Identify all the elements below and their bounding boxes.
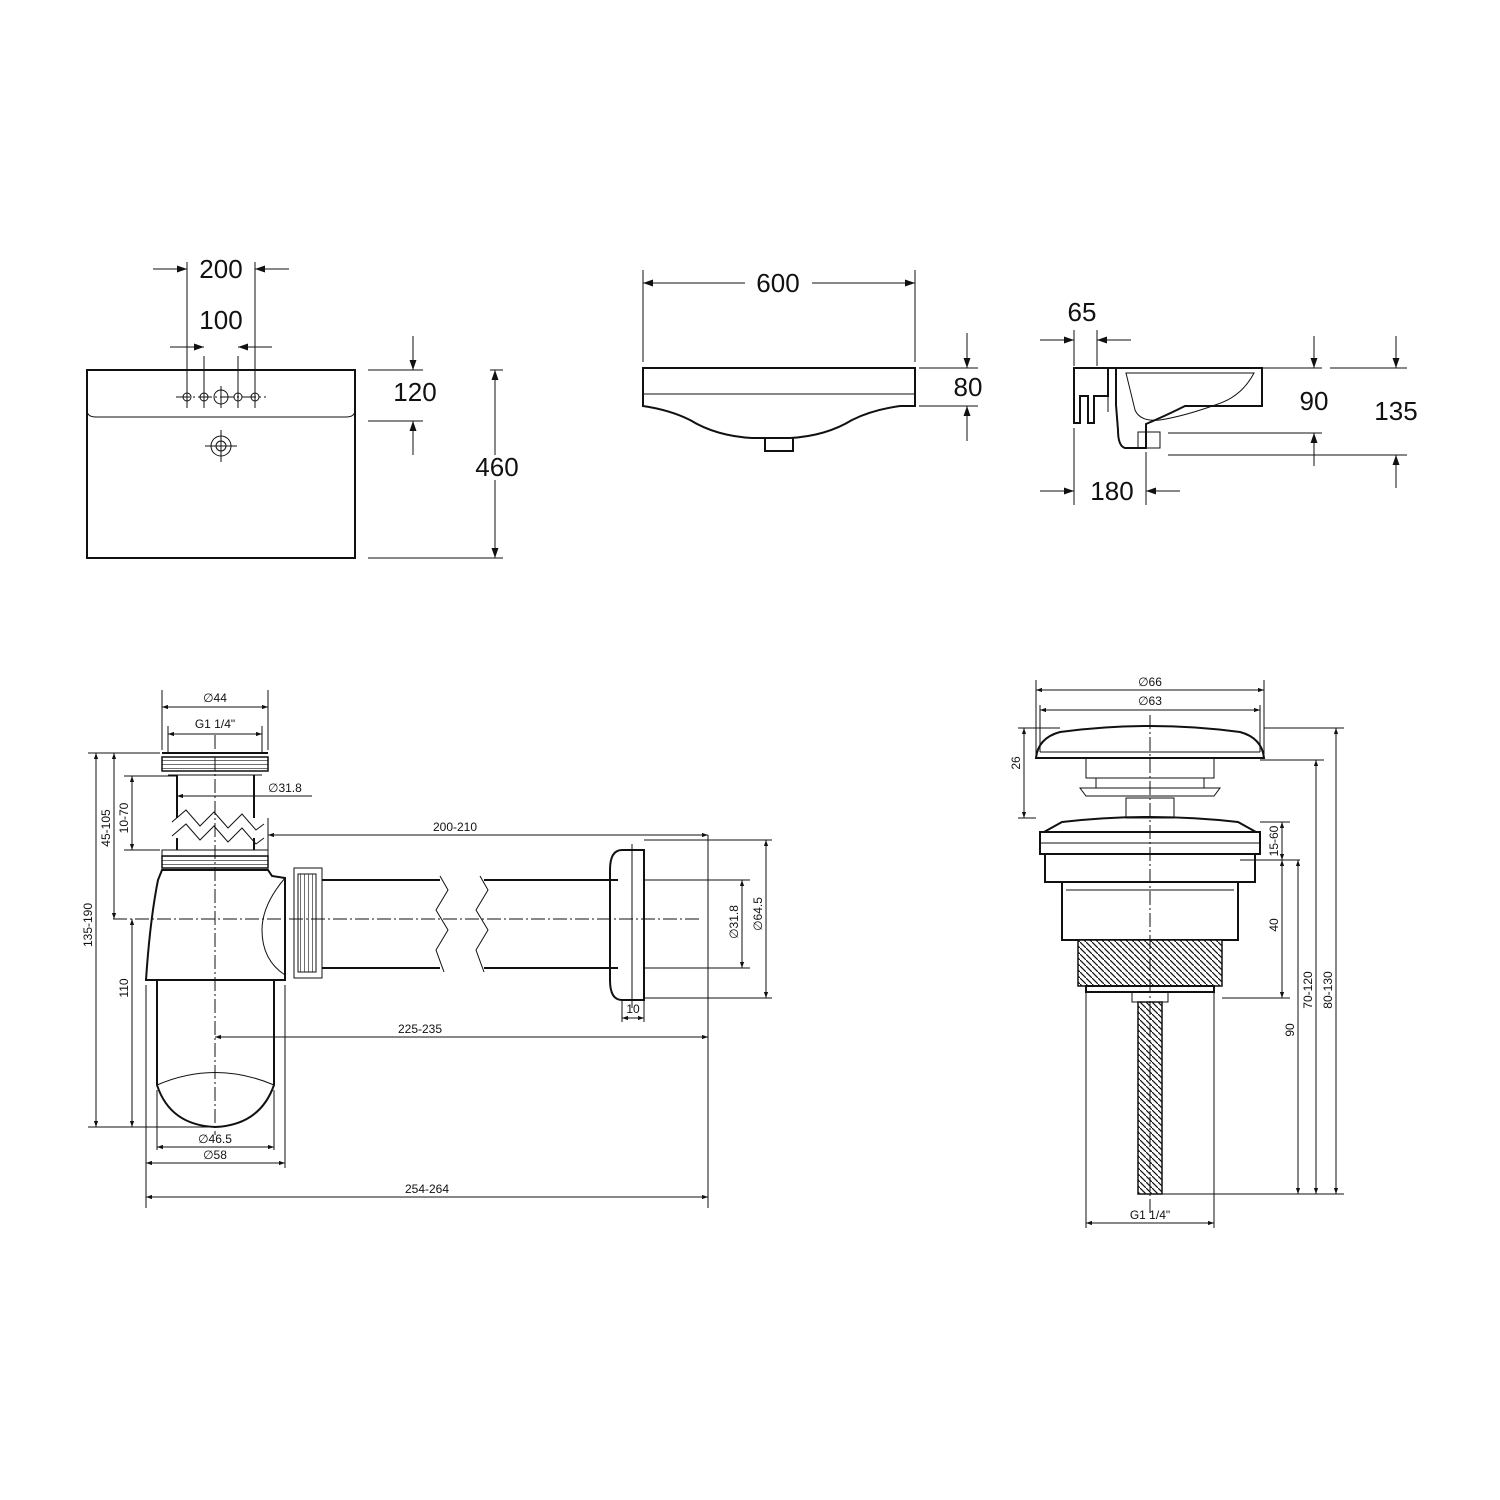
dim-body: 40 bbox=[1267, 918, 1281, 932]
tap-holes bbox=[176, 356, 266, 408]
front-drain-outlet bbox=[764, 438, 794, 452]
dim-tap-inner: 100 bbox=[199, 305, 242, 335]
valve-body bbox=[1061, 881, 1239, 941]
dim-total-range: 135-190 bbox=[81, 903, 95, 947]
side-wall-bracket bbox=[1073, 367, 1109, 424]
dia-bowl-outer: ∅58 bbox=[203, 1148, 227, 1162]
dim-total-reach: 254-264 bbox=[405, 1182, 449, 1196]
basin-front-outline bbox=[642, 367, 916, 439]
basin-front-view: 600 80 bbox=[642, 268, 983, 452]
dim-tail-range: 10-70 bbox=[117, 802, 131, 833]
dia-cap: ∅66 bbox=[1138, 675, 1162, 689]
dim-rim-depth: 120 bbox=[393, 377, 436, 407]
siphon-view: ∅44 G1 1/4" ∅31.8 10-70 45-105 135-190 1… bbox=[81, 690, 772, 1208]
dim-cap-height: 26 bbox=[1009, 756, 1023, 770]
waste-valve-view: ∅66 ∅63 26 15-60 40 90 70-120 80-130 bbox=[1009, 675, 1344, 1228]
dim-width: 600 bbox=[756, 268, 799, 298]
side-drain bbox=[1137, 431, 1161, 449]
dim-stem: 90 bbox=[1283, 1023, 1297, 1037]
dim-flange-thickness: 10 bbox=[626, 1002, 640, 1016]
basin-top-view: 200 100 120 460 bbox=[86, 254, 519, 559]
siphon-bottle-body bbox=[144, 869, 286, 981]
dim-outlet-length: 200-210 bbox=[433, 820, 477, 834]
dim-center-reach: 225-235 bbox=[398, 1022, 442, 1036]
siphon-wall-flange bbox=[609, 849, 645, 1001]
dim-wall: 65 bbox=[1068, 297, 1097, 327]
dim-height: 80 bbox=[954, 372, 983, 402]
dim-total-range: 80-130 bbox=[1321, 971, 1335, 1009]
dim-bowl-height: 110 bbox=[117, 978, 131, 997]
siphon-wall-sleeve bbox=[643, 879, 709, 969]
dia-flange: ∅64.5 bbox=[751, 897, 765, 931]
dia-top: ∅44 bbox=[203, 691, 227, 705]
side-bowl-inner bbox=[1125, 372, 1255, 421]
dia-tail: ∅31.8 bbox=[268, 781, 302, 795]
drain-hole bbox=[205, 430, 237, 462]
thread-bottom: G1 1/4" bbox=[1130, 1208, 1170, 1222]
dia-inner: ∅63 bbox=[1138, 694, 1162, 708]
dim-mid-range: 70-120 bbox=[1301, 971, 1315, 1009]
valve-cap bbox=[1034, 725, 1266, 759]
dim-clamp-range: 15-60 bbox=[1267, 825, 1281, 856]
dia-bowl-inner: ∅46.5 bbox=[198, 1132, 232, 1146]
dim-tap-span: 200 bbox=[199, 254, 242, 284]
dim-total-height: 135 bbox=[1374, 396, 1417, 426]
basin-side-view: 65 90 135 180 bbox=[1040, 297, 1418, 506]
basin-rim-line bbox=[86, 370, 356, 418]
dim-upper-range: 45-105 bbox=[99, 809, 113, 847]
valve-flange bbox=[1040, 816, 1260, 833]
dim-bowl-depth: 90 bbox=[1300, 386, 1329, 416]
side-basin-body bbox=[1108, 367, 1263, 449]
dim-depth: 460 bbox=[475, 452, 518, 482]
basin-outline bbox=[86, 369, 356, 559]
dia-pipe: ∅31.8 bbox=[727, 905, 741, 939]
thread-top: G1 1/4" bbox=[195, 717, 235, 731]
dim-drain-offset: 180 bbox=[1090, 476, 1133, 506]
